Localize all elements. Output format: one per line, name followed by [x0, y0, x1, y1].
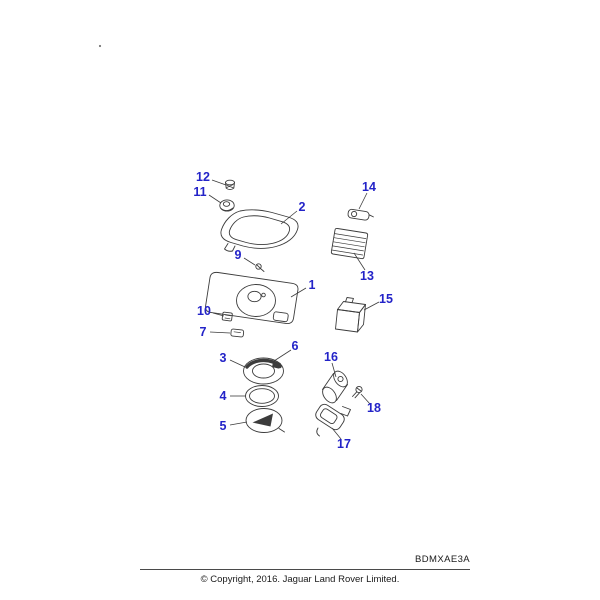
- leader-line-17: [331, 427, 342, 440]
- leader-line-6: [273, 349, 292, 362]
- diagram-code: BDMXAE3A: [415, 554, 470, 565]
- callout-13[interactable]: 13: [360, 269, 374, 283]
- leader-line-3: [229, 359, 246, 368]
- callout-1[interactable]: 1: [309, 278, 316, 292]
- leader-line-15: [363, 301, 380, 311]
- part-9-screw: [255, 263, 265, 272]
- callout-15[interactable]: 15: [379, 292, 393, 306]
- part-10-clip: [221, 311, 233, 322]
- part-2-lid: [220, 209, 299, 252]
- callout-16[interactable]: 16: [324, 350, 338, 364]
- callout-7[interactable]: 7: [200, 325, 207, 339]
- leader-line-11: [208, 194, 222, 204]
- footer-divider: [140, 569, 470, 570]
- callout-5[interactable]: 5: [220, 419, 227, 433]
- leader-line-13: [353, 252, 366, 271]
- part-16-lighter-element: [322, 370, 348, 404]
- callout-9[interactable]: 9: [235, 248, 242, 262]
- part-6-ring-assembly: [243, 357, 284, 385]
- leader-line-5: [229, 421, 248, 426]
- leader-line-12: [211, 179, 227, 186]
- leader-line-18: [360, 393, 371, 405]
- copyright-text: © Copyright, 2016. Jaguar Land Rover Lim…: [200, 574, 400, 585]
- leader-line-7: [209, 331, 231, 334]
- leader-lines: [208, 179, 380, 440]
- part-4-ring: [245, 385, 279, 407]
- callout-4[interactable]: 4: [220, 389, 227, 403]
- leader-line-9: [243, 257, 256, 266]
- part-12-cap: [225, 179, 235, 191]
- parts-artwork: [98, 44, 374, 437]
- part-7-clip: [230, 328, 245, 338]
- leader-line-10: [212, 312, 225, 317]
- leader-line-1: [290, 287, 307, 298]
- callout-3[interactable]: 3: [220, 351, 227, 365]
- part-18-screw: [352, 385, 363, 399]
- callout-12[interactable]: 12: [196, 170, 210, 184]
- callout-18[interactable]: 18: [367, 401, 381, 415]
- part-14-bulb: [347, 208, 374, 221]
- stray-mark: [98, 44, 102, 48]
- leader-line-2: [280, 210, 298, 225]
- leader-line-16: [331, 362, 337, 378]
- part-5-cover: [245, 408, 285, 433]
- part-17-socket: [315, 403, 351, 437]
- callout-2[interactable]: 2: [299, 200, 306, 214]
- callout-6[interactable]: 6: [292, 339, 299, 353]
- part-15-relay: [335, 297, 366, 333]
- part-1-base-panel: [205, 271, 299, 324]
- callout-11[interactable]: 11: [193, 185, 206, 199]
- part-11-grommet: [219, 199, 235, 212]
- callout-14[interactable]: 14: [362, 180, 376, 194]
- callout-17[interactable]: 17: [337, 437, 351, 451]
- callout-10[interactable]: 10: [197, 304, 211, 318]
- leader-line-14: [358, 192, 368, 210]
- part-13-grille: [330, 227, 369, 260]
